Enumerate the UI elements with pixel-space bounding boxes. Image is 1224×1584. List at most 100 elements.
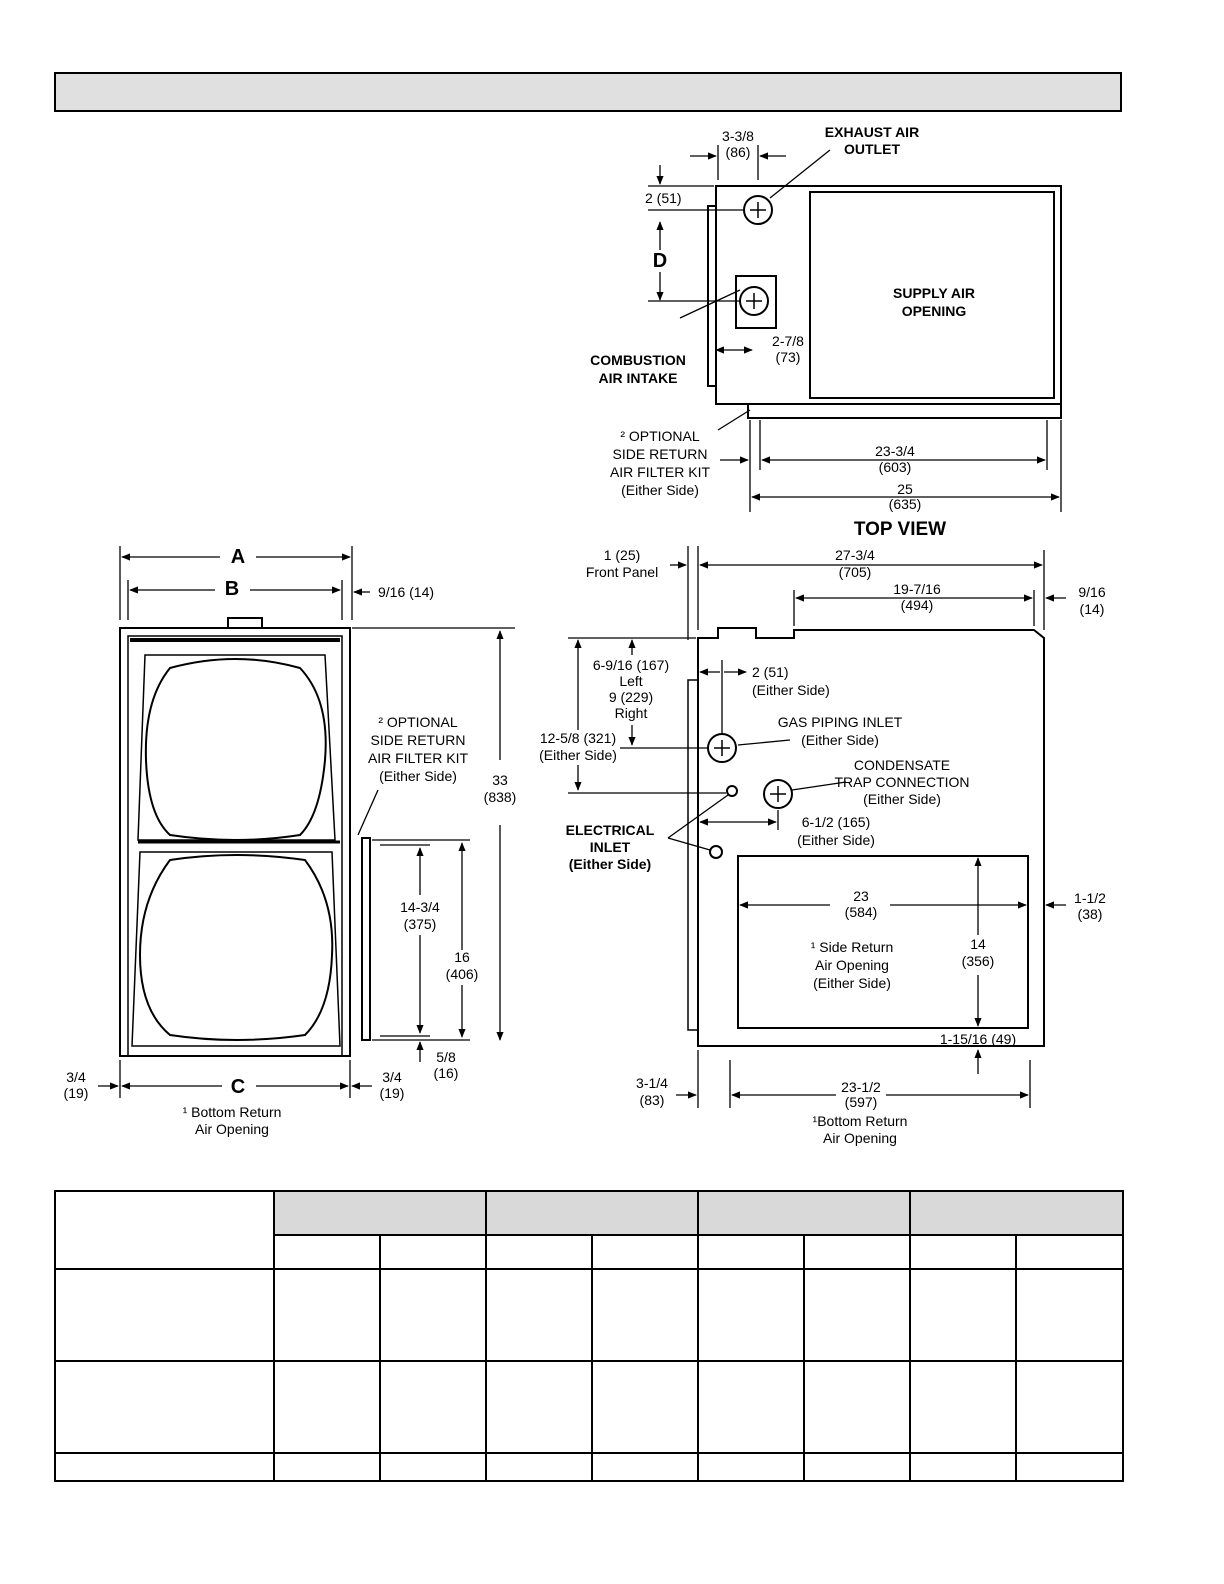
table-cell (379, 1360, 487, 1454)
return-width-label: 23(584) (845, 888, 878, 920)
table-cell (1015, 1360, 1124, 1454)
depth-label: 27-3/4(705) (835, 547, 875, 580)
bottom-left-label: 3-1/4(83) (636, 1075, 668, 1108)
section-header-bar (54, 72, 1122, 112)
table-subheader-cell (803, 1234, 911, 1270)
dimension-b-label: B (225, 578, 239, 600)
kit-height-label: 16(406) (446, 949, 479, 982)
table-cell (379, 1268, 487, 1362)
table-row-label-cell (54, 1452, 275, 1482)
inner-width-label: 23-3/4(603) (875, 443, 915, 475)
table-cell (273, 1452, 381, 1482)
table-row-label-cell (54, 1360, 275, 1454)
condensate-connection-circle (763, 779, 793, 809)
table-subheader-cell (1015, 1234, 1124, 1270)
condensate-height-label: 12-5/8 (321)(Either Side) (539, 730, 617, 763)
table-corner-cell (54, 1190, 275, 1270)
dimensions-table (54, 1190, 1124, 1482)
side-return-opening (737, 855, 1029, 1029)
dimension-a-label: A (231, 546, 245, 568)
combustion-intake-box (735, 275, 777, 329)
table-cell (485, 1360, 593, 1454)
top-view-title: TOP VIEW (854, 519, 946, 540)
table-cell (1015, 1452, 1124, 1482)
table-cell (591, 1268, 699, 1362)
table-cell (273, 1268, 381, 1362)
table-subheader-cell (485, 1234, 593, 1270)
side-filter-kit-outline (747, 404, 1062, 419)
table-subheader-row (55, 1234, 1124, 1270)
outer-width-label: 25(635) (889, 481, 922, 512)
intake-offset-label: 2-7/8(73) (772, 333, 804, 365)
side-view-cabinet-outline (697, 627, 1045, 1047)
condensate-offset-label: 6-1/2 (165)(Either Side) (797, 814, 875, 848)
side-filter-kit-profile (361, 837, 371, 1041)
overall-height-label: 33(838) (484, 772, 517, 805)
exhaust-offset-label: 3-3/8(86) (722, 128, 754, 160)
table-subheader-cell (591, 1234, 699, 1270)
top-width-label: 19-7/16(494) (893, 581, 941, 613)
return-bottom-label: 1-15/16 (49) (940, 1031, 1016, 1047)
upper-door-shape (144, 658, 327, 841)
table-cell (697, 1452, 805, 1482)
left-margin-label: 3/4(19) (64, 1069, 89, 1101)
table-subheader-cell (273, 1234, 381, 1270)
lower-blower-panel (131, 851, 341, 1047)
table-cell (909, 1268, 1017, 1362)
gas-side-offset-label: 2 (51)(Either Side) (752, 664, 830, 698)
table-row (54, 1268, 1124, 1362)
table-subheader-cell (909, 1234, 1017, 1270)
table-cell (273, 1360, 381, 1454)
table-cell (909, 1360, 1017, 1454)
dimension-d-label: D (653, 250, 667, 272)
table-cell (591, 1360, 699, 1454)
supply-air-opening (809, 191, 1055, 399)
top-view (648, 145, 1062, 512)
table-cell (909, 1452, 1017, 1482)
gas-inlet-label: GAS PIPING INLET(Either Side) (778, 714, 903, 748)
front-panel-profile (687, 679, 699, 1031)
table-cell (379, 1452, 487, 1482)
return-height-label: 14(356) (962, 936, 995, 969)
front-panel-label: 1 (25)Front Panel (586, 547, 658, 580)
table-group-header-3 (697, 1190, 911, 1236)
right-margin-label: 3/4(19) (380, 1069, 405, 1101)
table-row-label-cell (54, 1268, 275, 1362)
side-right-offset-label: 9/16(14) (1078, 584, 1105, 617)
table-cell (803, 1452, 911, 1482)
table-row (54, 1360, 1124, 1454)
front-panel-edge (707, 205, 717, 387)
table-subheader-cell (379, 1234, 487, 1270)
front-view (98, 546, 515, 1098)
upper-blower-panel (137, 654, 336, 841)
table-cell (803, 1360, 911, 1454)
electrical-inlet-upper (726, 785, 738, 797)
table-row (54, 1452, 1124, 1482)
table-cell (803, 1268, 911, 1362)
top-flue-collar (227, 617, 263, 629)
front-right-offset-label: 9/16 (14) (378, 584, 434, 600)
table-cell (697, 1360, 805, 1454)
table-cell (697, 1268, 805, 1362)
side-view (568, 546, 1066, 1108)
filter-height-label: 14-3/4(375) (400, 899, 440, 932)
table-group-header-2 (485, 1190, 699, 1236)
dimension-c-label: C (231, 1076, 245, 1098)
table-cell (485, 1452, 593, 1482)
table-cell (1015, 1268, 1124, 1362)
table-cell (485, 1268, 593, 1362)
return-right-label: 1-1/2(38) (1074, 890, 1106, 922)
